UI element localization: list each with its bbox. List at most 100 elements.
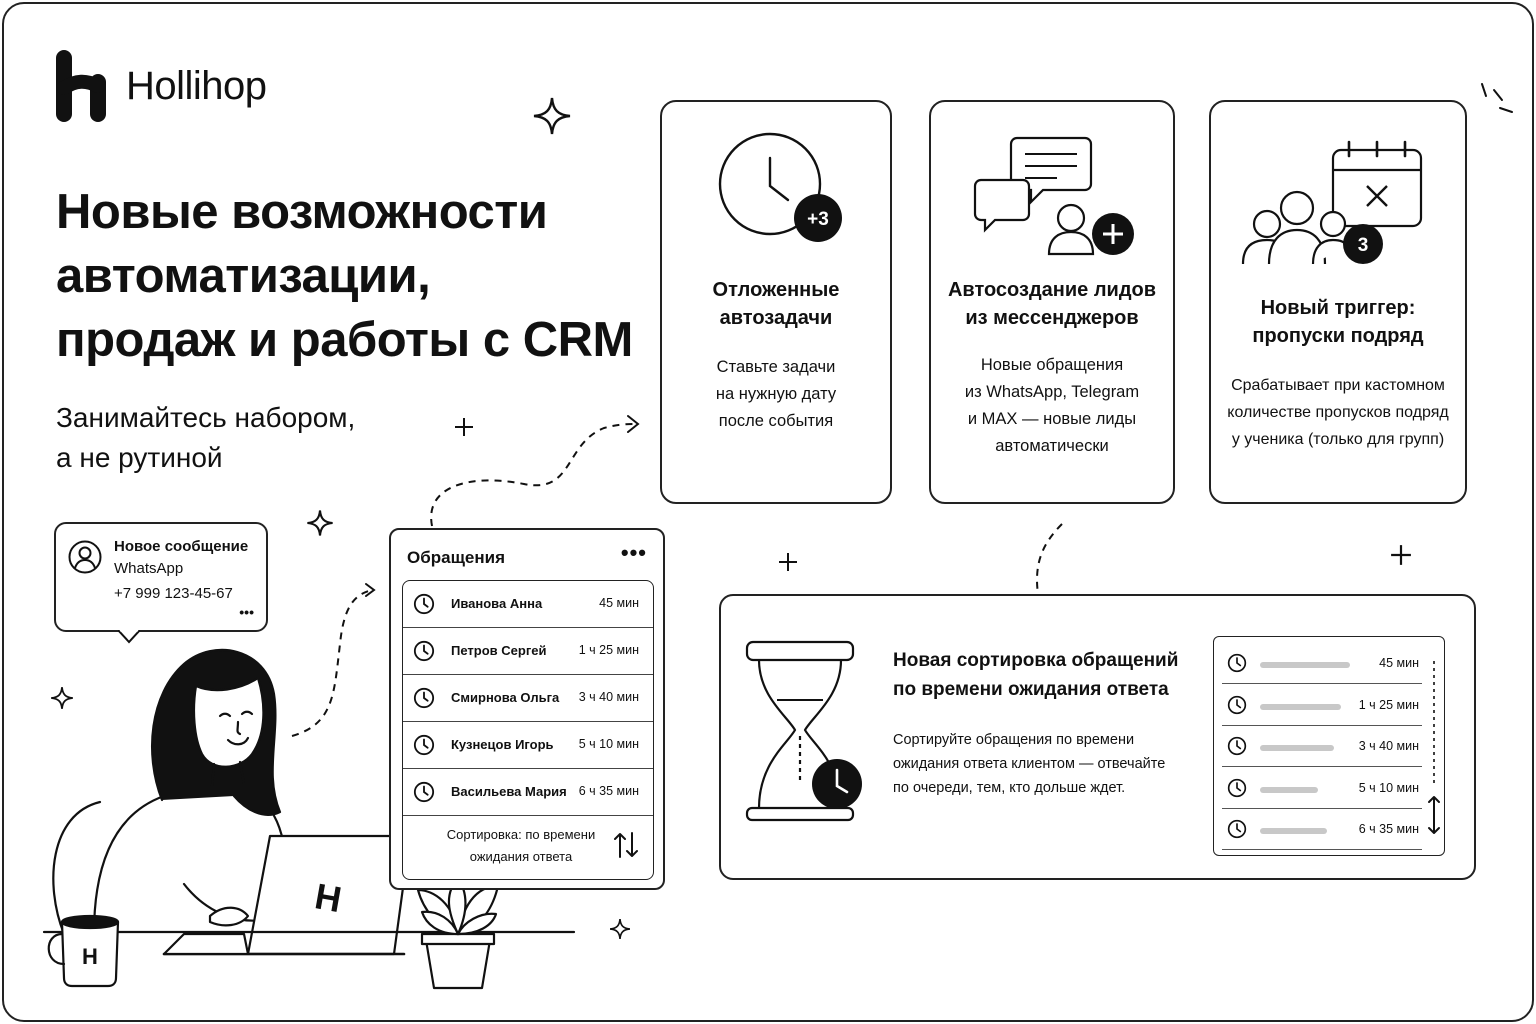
subtitle-line: а не рутиной xyxy=(56,442,223,473)
sorted-row[interactable]: 1 ч 25 мин xyxy=(1222,685,1422,726)
card-title-line: пропуски подряд xyxy=(1252,325,1424,347)
inquiry-name: Смирнова Ольга xyxy=(451,690,560,705)
feature-card-delayed-tasks[interactable]: +3 Отложенные автозадачи Ставьте задачи … xyxy=(660,100,892,504)
card-text: Срабатывает при кастомном количестве про… xyxy=(1211,372,1465,453)
card-title: Новый триггер: пропуски подряд xyxy=(1211,294,1465,350)
card-title-line: из мессенджеров xyxy=(965,307,1139,329)
sorted-row[interactable]: 6 ч 35 мин xyxy=(1222,809,1422,850)
sorting-title-line: по времени ожидания ответа xyxy=(893,679,1169,700)
sorting-text-line: Сортируйте обращения по времени xyxy=(893,732,1135,748)
inquiries-panel[interactable]: Обращения ••• Васильева Мария 6 ч 35 мин К… xyxy=(389,528,665,890)
inquiry-wait: 6 ч 35 мин xyxy=(578,784,639,798)
sorted-row[interactable]: 45 мин xyxy=(1222,643,1422,684)
placeholder-bar xyxy=(1260,786,1318,793)
more-icon[interactable]: ••• xyxy=(239,604,254,620)
mug-logo: H xyxy=(82,944,98,969)
feature-card-absence-trigger[interactable]: 3 Новый триггер: пропуски подряд Срабаты… xyxy=(1209,100,1467,504)
bubble-tail xyxy=(118,630,140,644)
placeholder-bar xyxy=(1260,828,1327,834)
clock-icon xyxy=(413,640,435,667)
sorting-text-line: ожидания ответа клиентом — отвечайте xyxy=(893,756,1166,772)
clock-icon xyxy=(1227,778,1247,803)
sort-label: Сортировка: по времени xyxy=(446,827,596,842)
sorted-preview-list: 45 мин 1 ч 25 мин 3 ч 40 мин 5 ч 10 мин 6 ч … xyxy=(1213,636,1445,856)
sorted-wait: 6 ч 35 мин xyxy=(1358,822,1419,836)
inquiry-row[interactable]: Васильева Мария 6 ч 35 мин xyxy=(403,769,653,816)
sorted-row[interactable]: 5 ч 10 мин xyxy=(1222,768,1422,809)
inquiry-name: Петров Сергей xyxy=(451,643,547,658)
inquiry-wait: 45 мин xyxy=(599,596,639,610)
card-text-line: и MAX — новые лиды xyxy=(967,410,1137,428)
inquiry-name: Кузнецов Игорь xyxy=(451,737,554,752)
burst-lines-icon xyxy=(1481,83,1513,113)
card-text-line: автоматически xyxy=(995,437,1109,455)
inquiry-row[interactable]: Петров Сергей 1 ч 25 мин xyxy=(403,628,653,675)
hollihop-logo-icon xyxy=(56,50,106,122)
inquiry-row[interactable]: Кузнецов Игорь 5 ч 10 мин xyxy=(403,722,653,769)
inquiries-list: Васильева Мария 6 ч 35 мин Кузнецов Игорь 5… xyxy=(402,580,654,880)
clock-icon xyxy=(1227,819,1247,844)
placeholder-bar xyxy=(1260,662,1350,668)
menu-dots-icon[interactable]: ••• xyxy=(620,540,647,565)
card-title-line: Новый триггер: xyxy=(1260,297,1416,319)
clock-icon xyxy=(1227,695,1247,720)
chat-person-plus-icon xyxy=(973,136,1134,256)
user-avatar-icon xyxy=(68,540,102,574)
sort-arrows-icon[interactable] xyxy=(613,831,639,859)
sorted-wait: 5 ч 10 мин xyxy=(1358,780,1419,795)
card-text-line: количестве пропусков подряд xyxy=(1227,404,1449,421)
card-text: Ставьте задачи на нужную дату после собы… xyxy=(662,354,890,435)
title-line: продаж и работы с CRM xyxy=(56,313,633,367)
clock-icon xyxy=(413,687,435,714)
sparkle-icon xyxy=(533,97,571,135)
title-line: автоматизации, xyxy=(56,249,431,303)
card-text-line: у ученика (только для групп) xyxy=(1231,431,1445,448)
panel-title: Обращения xyxy=(407,548,505,567)
placeholder-bar xyxy=(1260,745,1334,751)
card-text-line: из WhatsApp, Telegram xyxy=(964,383,1140,401)
badge-text: 3 xyxy=(1358,235,1369,256)
feature-card-auto-leads[interactable]: Автосоздание лидов из мессенджеров Новые… xyxy=(929,100,1175,504)
badge-text: +3 xyxy=(807,209,829,230)
clock-icon xyxy=(1227,736,1247,761)
page-subtitle: Занимайтесь набором, а не рутиной xyxy=(56,398,436,478)
sparkle-icon xyxy=(51,687,73,709)
sorted-row[interactable]: 3 ч 40 мин xyxy=(1222,726,1422,767)
sorting-text: Сортируйте обращения по времени ожидания… xyxy=(893,728,1203,800)
card-title-line: Отложенные xyxy=(712,279,840,301)
title-line: Новые возможности xyxy=(56,185,548,239)
scroll-track xyxy=(1428,661,1440,834)
card-text: Новые обращения из WhatsApp, Telegram и … xyxy=(931,352,1173,460)
notification-bubble[interactable]: Новое сообщение WhatsApp +7 999 123-45-6… xyxy=(54,522,268,644)
plus-icon xyxy=(779,553,797,571)
sorted-wait: 1 ч 25 мин xyxy=(1358,697,1419,712)
group-calendar-icon: 3 xyxy=(1241,140,1423,265)
sorted-wait: 45 мин xyxy=(1379,656,1419,670)
inquiry-wait: 5 ч 10 мин xyxy=(578,737,639,751)
notification-source: WhatsApp xyxy=(114,560,184,577)
card-title: Отложенные автозадачи xyxy=(662,276,890,332)
sort-label: ожидания ответа xyxy=(469,849,573,864)
card-title-line: автозадачи xyxy=(719,307,833,329)
card-title: Автосоздание лидов из мессенджеров xyxy=(931,276,1173,332)
clock-icon xyxy=(413,734,435,761)
brand-logo[interactable]: Hollihop xyxy=(56,50,267,122)
notification-phone: +7 999 123-45-67 xyxy=(114,585,233,602)
sparkle-icon xyxy=(610,919,630,939)
subtitle-line: Занимайтесь набором, xyxy=(56,402,356,433)
plus-icon xyxy=(455,418,473,436)
plus-icon xyxy=(1391,545,1411,565)
brand-name: Hollihop xyxy=(126,63,267,108)
page-title: Новые возможности автоматизации, продаж … xyxy=(56,180,676,372)
feature-card-wait-sorting[interactable]: Новая сортировка обращений по времени ож… xyxy=(719,594,1476,880)
sorted-wait: 3 ч 40 мин xyxy=(1358,739,1419,753)
card-text-line: на нужную дату xyxy=(715,385,837,403)
inquiry-wait: 1 ч 25 мин xyxy=(578,643,639,657)
sparkle-icon xyxy=(307,510,333,536)
card-text-line: Срабатывает при кастомном xyxy=(1231,377,1445,394)
inquiry-name: Васильева Мария xyxy=(451,784,567,799)
sorting-title: Новая сортировка обращений по времени ож… xyxy=(893,646,1213,704)
